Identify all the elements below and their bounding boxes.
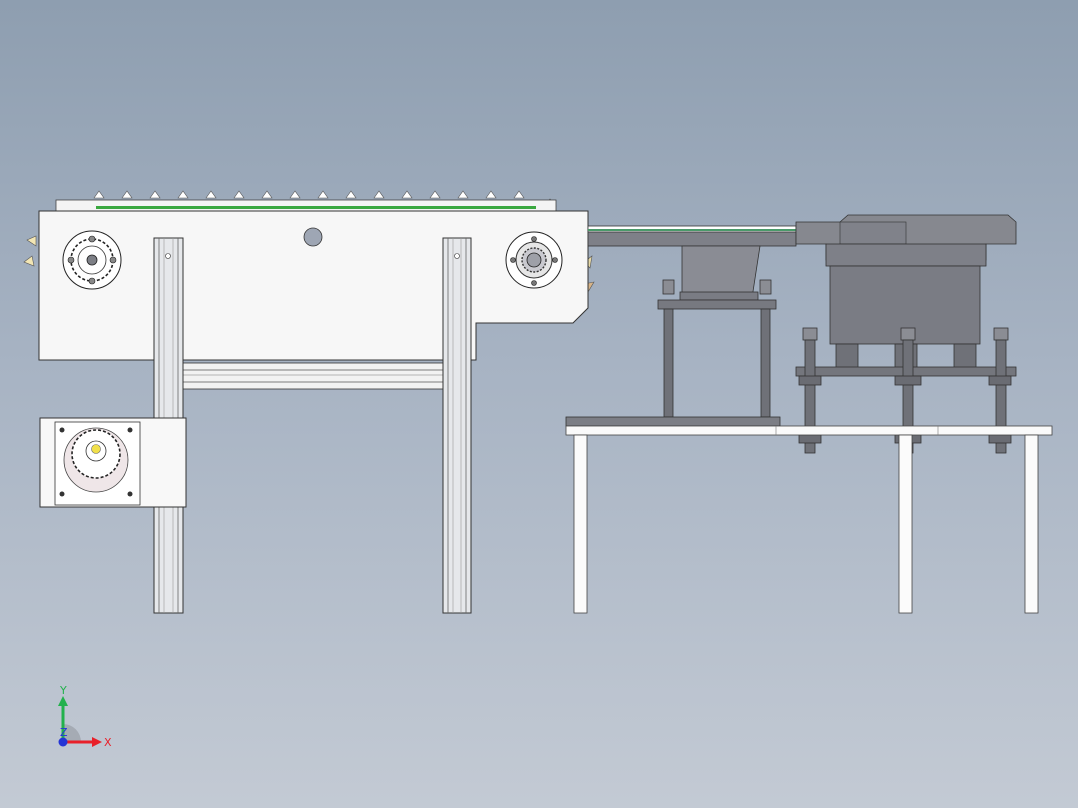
z-axis-label: Z [60,726,68,739]
left-sprocket [62,230,122,290]
right-bearing [505,231,563,289]
conveyor-belt-green-edge [96,206,536,209]
support-table [565,425,1053,614]
chute-support-stand [565,279,781,427]
drive-motor [39,417,187,508]
z-axis-dot [58,737,68,747]
x-axis-label: X [104,736,112,749]
right-frame-leg [442,237,472,614]
conveyor-belt [55,199,557,212]
belt-teeth [23,190,595,293]
vibratory-bowl-feeder [795,214,1017,454]
y-axis-label: Y [59,684,67,697]
side-plate-hole [303,227,323,247]
frame-crossbar [182,362,444,390]
feed-chute [587,225,797,301]
conveyor-assembly[interactable] [23,190,595,614]
coordinate-triad: Y X Z [58,684,112,749]
